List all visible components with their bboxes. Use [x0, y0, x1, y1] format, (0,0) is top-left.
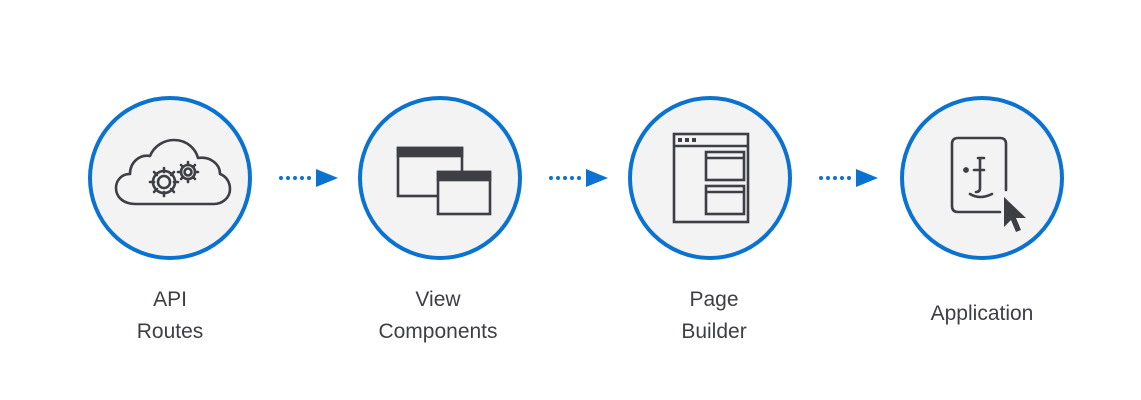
- flow-arrow-2: [548, 168, 612, 188]
- flow-arrow-3: [818, 168, 882, 188]
- stage-page-builder: [628, 96, 792, 260]
- flow-arrow-1: [278, 168, 342, 188]
- windows-icon: [396, 146, 492, 216]
- step-label-view-components: View Components: [328, 284, 548, 348]
- step-label-line: Components: [378, 320, 498, 343]
- step-label-line: Application: [930, 302, 1034, 325]
- stage-view-components: [358, 96, 522, 260]
- dotted-arrow-icon: [819, 169, 878, 187]
- step-label-line: Builder: [681, 320, 747, 343]
- dotted-arrow-icon: [549, 169, 608, 187]
- step-label-page-builder: Page Builder: [604, 284, 824, 348]
- step-label-api-routes: API Routes: [60, 284, 280, 348]
- cloud-gears-icon: [114, 138, 232, 206]
- page-layout-icon: [672, 132, 750, 224]
- step-label-line: Page: [689, 288, 739, 311]
- stage-api-routes: [88, 96, 252, 260]
- stage-application: [900, 96, 1064, 260]
- step-label-line: View: [415, 288, 461, 311]
- app-cursor-icon: [950, 136, 1026, 232]
- step-label-line: API: [153, 288, 187, 311]
- step-label-line: Routes: [136, 320, 204, 343]
- dotted-arrow-icon: [279, 169, 338, 187]
- step-label-application: Application: [872, 298, 1092, 330]
